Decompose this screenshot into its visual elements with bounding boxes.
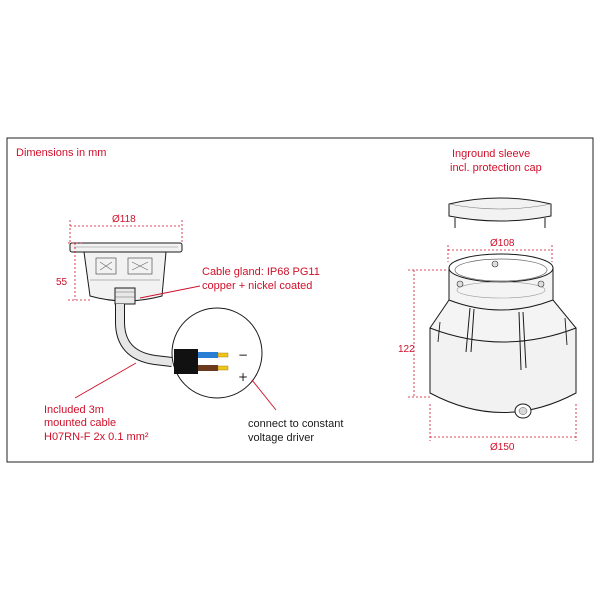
- driver-leader: [251, 379, 277, 411]
- sleeve-bottom-dimension: Ø150: [429, 404, 577, 453]
- driver-label-line1: connect to constant: [248, 418, 343, 430]
- polarity-positive: +: [238, 370, 248, 384]
- terminal-negative: [217, 352, 229, 358]
- protection-cap: [448, 197, 552, 228]
- wire-brown: [198, 365, 218, 371]
- sleeve-label-line2: incl. protection cap: [450, 162, 542, 174]
- luminaire-drawing: [69, 242, 183, 367]
- luminaire-flange: [69, 242, 183, 253]
- sleeve-top-dimension: Ø108: [447, 238, 553, 262]
- cable-leader: [74, 362, 137, 399]
- driver-label-line2: voltage driver: [248, 432, 314, 444]
- terminal-positive: [217, 365, 229, 371]
- gland-leader: [139, 285, 201, 299]
- cable-label-line2: mounted cable: [44, 417, 116, 429]
- cable-label-line3: H07RN-F 2x 0.1 mm²: [44, 431, 149, 443]
- luminaire-dimensions: Ø118 55: [56, 214, 183, 301]
- dim-lamp-diameter: Ø118: [112, 214, 136, 225]
- dim-sleeve-bottom-diameter: Ø150: [490, 442, 515, 453]
- polarity-negative: −: [238, 348, 248, 362]
- dim-sleeve-height: 122: [398, 344, 415, 355]
- cable-gland: [114, 287, 136, 305]
- gland-label-line2: copper + nickel coated: [202, 280, 312, 292]
- dim-sleeve-top-diameter: Ø108: [490, 238, 515, 249]
- dim-lamp-height: 55: [56, 277, 68, 288]
- gland-label-line1: Cable gland: IP68 PG11: [202, 266, 320, 278]
- cable-label-line1: Included 3m: [44, 404, 104, 416]
- sleeve-height-dimension: 122: [398, 269, 446, 398]
- cable-end-detail: − +: [171, 307, 263, 399]
- sleeve-label-line1: Inground sleeve: [452, 148, 530, 160]
- wire-blue: [198, 352, 218, 358]
- inground-sleeve: [429, 253, 577, 419]
- dimensions-title: Dimensions in mm: [16, 147, 106, 159]
